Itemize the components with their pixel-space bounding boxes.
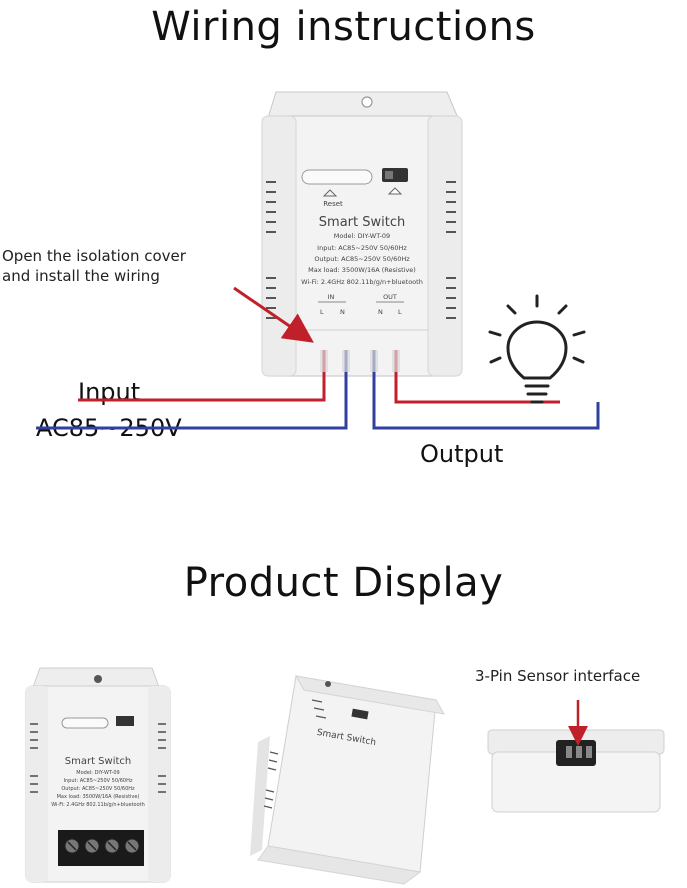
wifi-indicator-icon	[387, 187, 403, 195]
front-device-input: Input: AC85~250V 50/60Hz	[64, 778, 133, 784]
out-l-label: L	[398, 308, 402, 316]
product-sensor-view	[487, 700, 665, 813]
device-model: Model: DIY-WT-09	[334, 232, 390, 240]
output-label: Output	[420, 440, 504, 468]
front-device-name: Smart Switch	[65, 756, 132, 767]
product-display-title: Product Display	[183, 560, 504, 606]
device-input-spec: Input: AC85~250V 50/60Hz	[317, 244, 407, 252]
device-wifi-spec: Wi-Fi: 2.4GHz 802.11b/g/n+bluetooth	[301, 278, 423, 286]
callout-arrow-icon	[233, 286, 314, 343]
reset-arrow-icon	[322, 189, 338, 197]
in-terminal-label: IN	[328, 293, 335, 301]
sensor-interface-label: 3-Pin Sensor interface	[475, 667, 641, 685]
out-n-label: N	[378, 308, 383, 316]
in-n-label: N	[340, 308, 345, 316]
neutral-output-wire	[372, 350, 600, 430]
reset-label: Reset	[323, 200, 343, 208]
in-l-label: L	[320, 308, 324, 316]
isolation-cover-callout: Open the isolation cover and install the…	[2, 246, 186, 286]
device-max-load: Max load: 3500W/16A (Resistive)	[308, 266, 416, 274]
product-front-view: Smart Switch Model: DIY-WT-09 Input: AC8…	[25, 667, 171, 883]
device-output-spec: Output: AC85~250V 50/60Hz	[314, 255, 410, 263]
light-bulb-icon	[488, 294, 586, 404]
neutral-input-wire	[36, 350, 348, 430]
front-device-output: Output: AC85~250V 50/60Hz	[61, 786, 135, 792]
smart-switch-device: Reset Smart Switch Model: DIY-WT-09 Inpu…	[261, 91, 463, 377]
front-device-model: Model: DIY-WT-09	[76, 770, 119, 776]
right-vent-slots	[446, 181, 456, 319]
device-name: Smart Switch	[319, 215, 405, 230]
front-device-wifi: Wi-Fi: 2.4GHz 802.11b/g/n+bluetooth	[51, 802, 145, 808]
reset-button	[301, 169, 373, 185]
mounting-hole-icon	[361, 96, 373, 108]
callout-line-2: and install the wiring	[2, 267, 160, 285]
front-device-load: Max load: 3500W/16A (Resistive)	[57, 794, 140, 800]
callout-line-1: Open the isolation cover	[2, 247, 186, 265]
product-angled-view: Smart Switch	[250, 675, 445, 885]
wiring-instructions-title: Wiring instructions	[151, 4, 536, 50]
out-terminal-label: OUT	[383, 293, 397, 301]
left-vent-slots	[266, 181, 276, 319]
